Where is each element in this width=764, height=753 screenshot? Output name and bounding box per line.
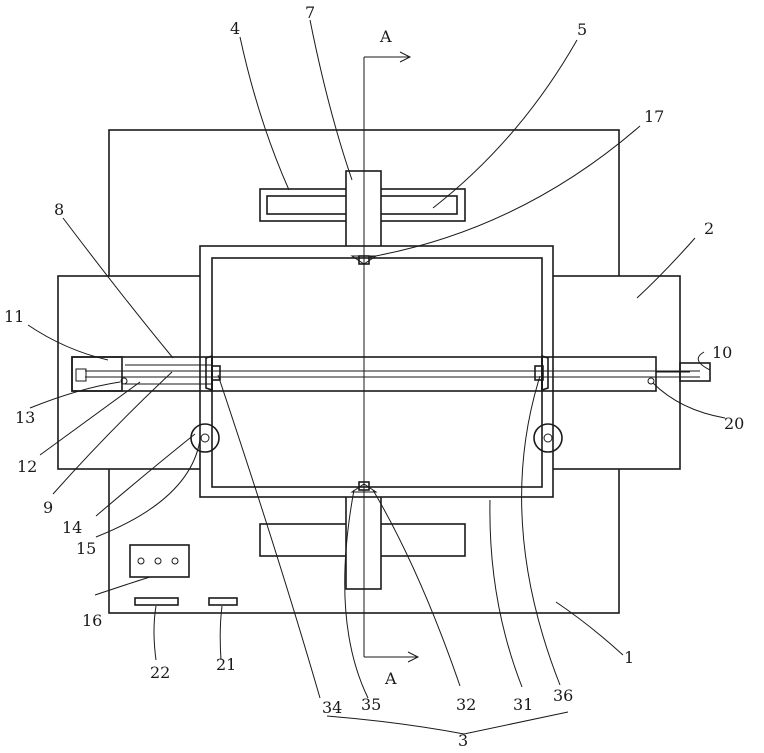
callout-14: 14 — [62, 518, 82, 537]
callout-4: 4 — [230, 19, 240, 38]
control-panel — [130, 545, 189, 577]
callout-16: 16 — [82, 611, 102, 630]
part-21 — [209, 598, 237, 605]
callout-9: 9 — [43, 498, 53, 517]
callout-10: 10 — [712, 343, 732, 362]
callout-5: 5 — [577, 20, 587, 39]
section-label-top: A — [379, 27, 392, 46]
part-22 — [135, 598, 178, 605]
panel-dot-1 — [138, 558, 144, 564]
callout-32: 32 — [456, 695, 476, 714]
callout-31: 31 — [513, 695, 533, 714]
panel-dot-2 — [155, 558, 161, 564]
callout-17: 17 — [644, 107, 664, 126]
callout-36: 36 — [553, 686, 573, 705]
callout-35: 35 — [361, 695, 381, 714]
callout-21: 21 — [216, 655, 236, 674]
callout-12: 12 — [17, 457, 37, 476]
callout-7: 7 — [305, 3, 315, 22]
callout-8: 8 — [54, 200, 64, 219]
callout-15: 15 — [76, 539, 96, 558]
callout-11: 11 — [4, 307, 24, 326]
panel-dot-3 — [172, 558, 178, 564]
callout-34: 34 — [322, 698, 342, 717]
callout-20: 20 — [724, 414, 744, 433]
callout-2: 2 — [704, 219, 714, 238]
callout-22: 22 — [150, 663, 170, 682]
callout-13: 13 — [15, 408, 35, 427]
section-label-bottom: A — [384, 669, 397, 688]
callout-1: 1 — [624, 648, 634, 667]
callout-3: 3 — [458, 731, 468, 750]
